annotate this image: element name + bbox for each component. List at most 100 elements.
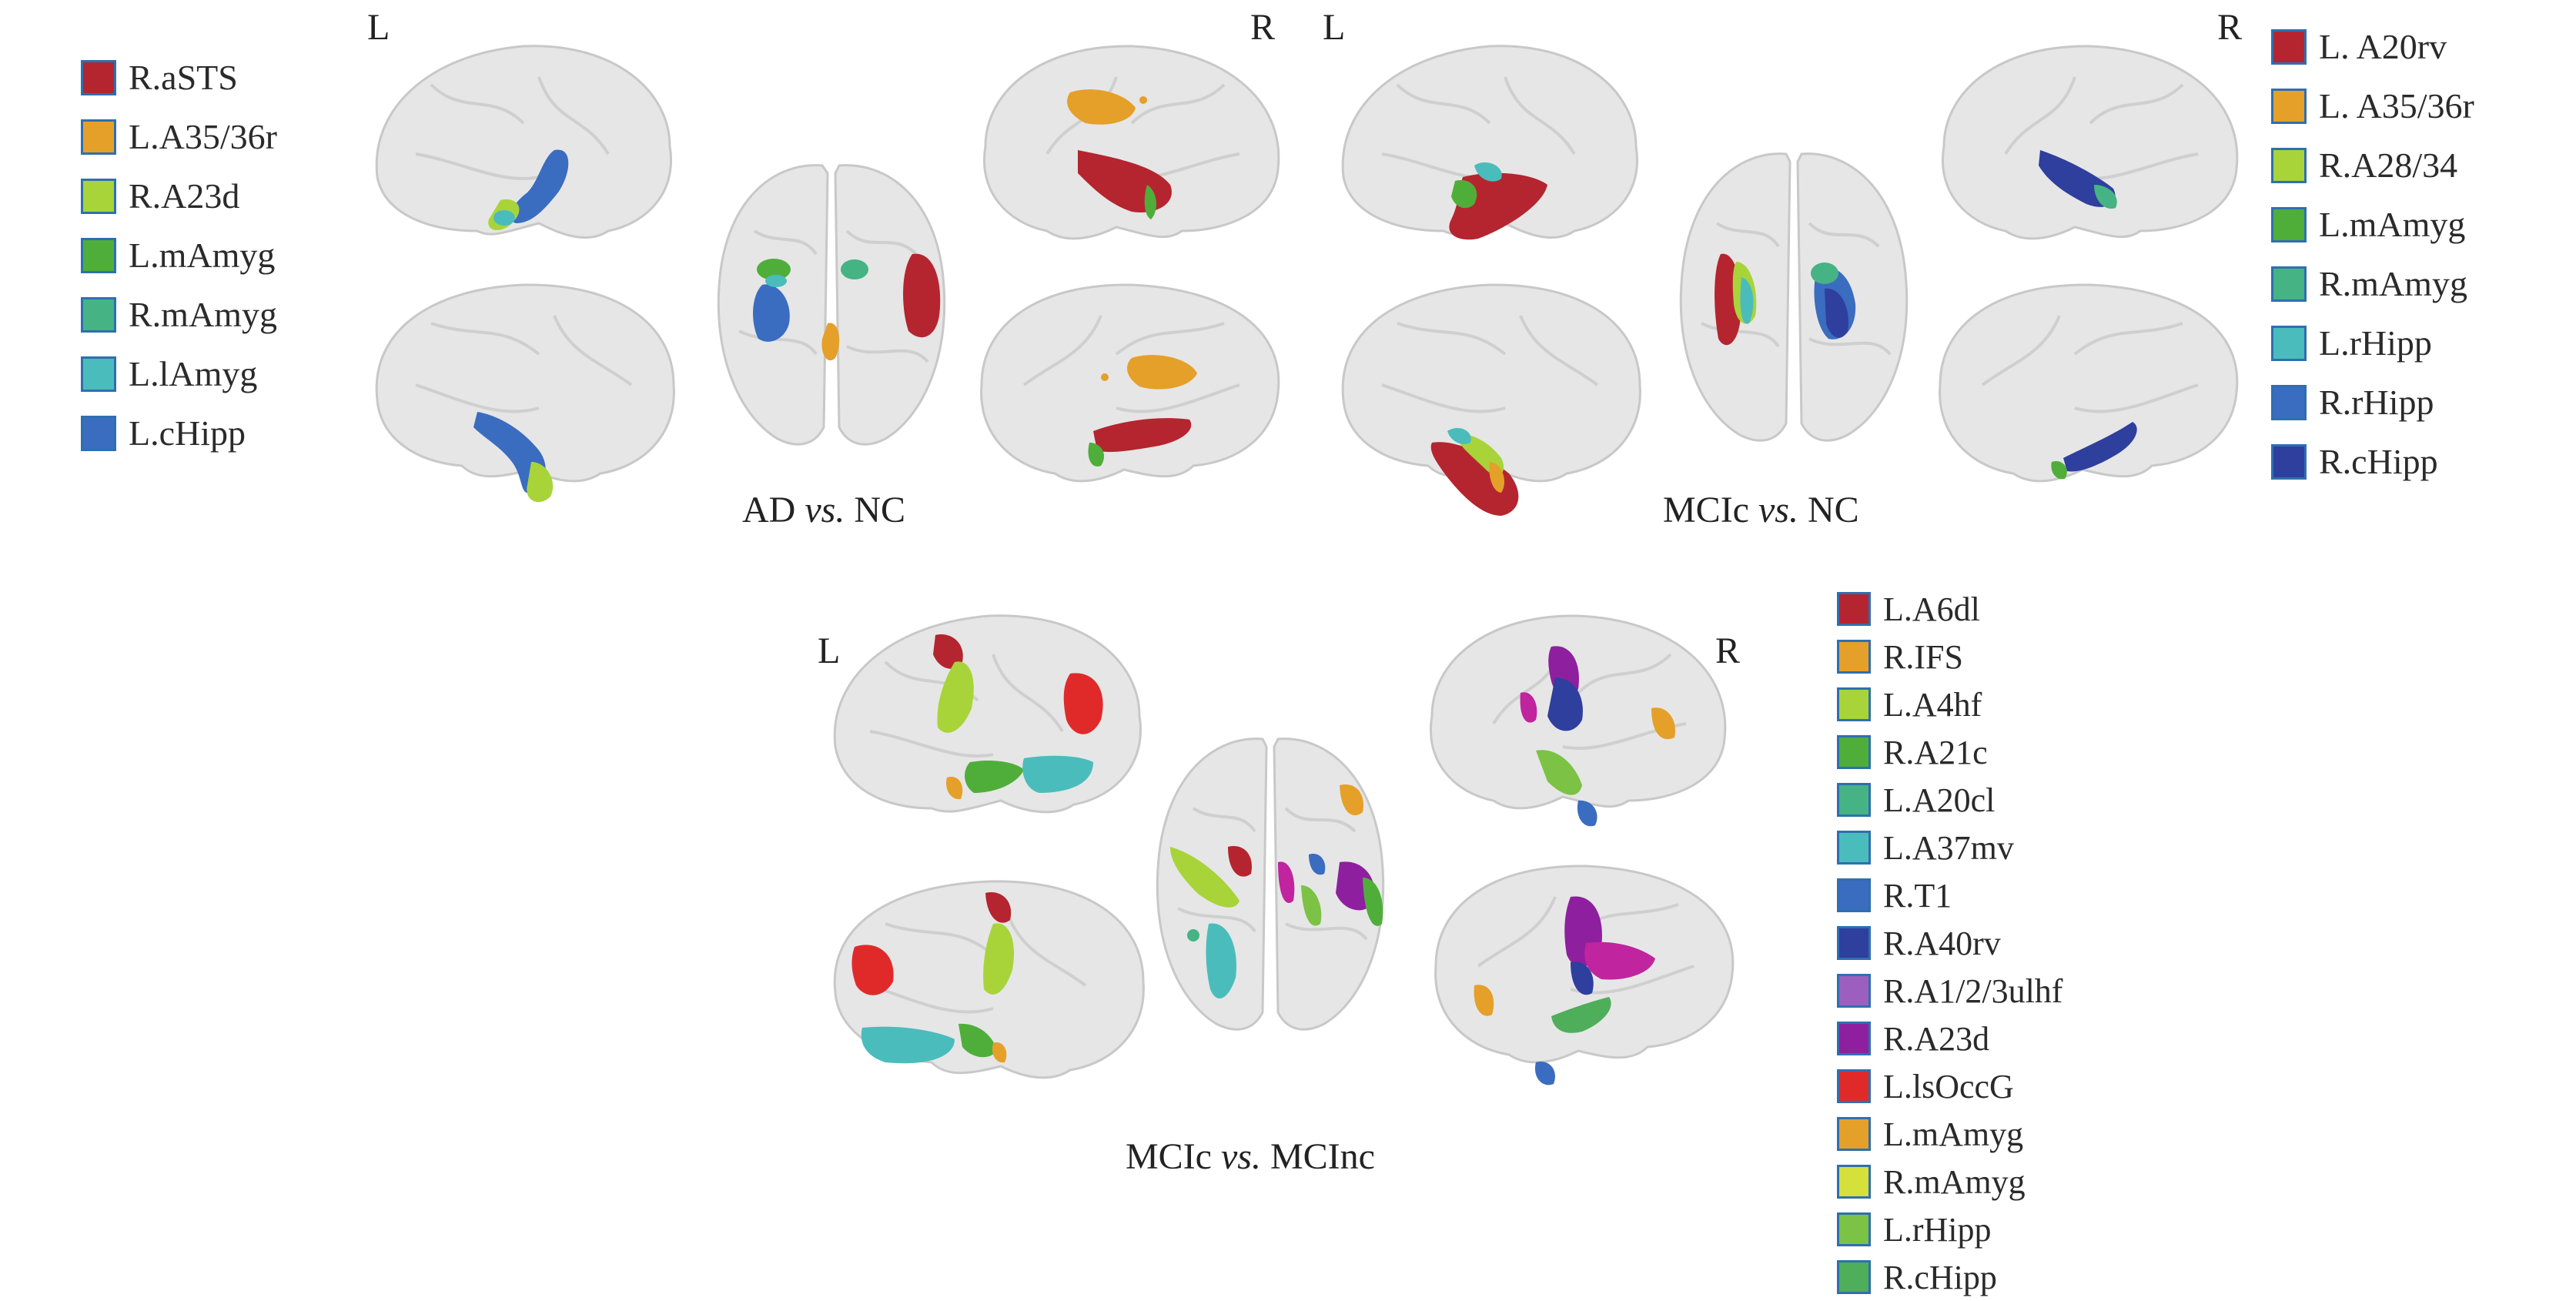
brain-ad-right-lateral xyxy=(983,45,1280,240)
legend-label: R.A28/34 xyxy=(2319,145,2458,185)
legend-label: L.A20cl xyxy=(1883,781,1996,819)
legend-label: L.lAmyg xyxy=(129,354,258,393)
legend-swatch xyxy=(2271,443,2307,480)
brain-mcic-nc-right-medial xyxy=(1939,283,2239,483)
mcic-vs-nc-caption: MCIc vs. NC xyxy=(1663,490,1859,530)
legend-label: R.IFS xyxy=(1883,637,1963,676)
legend-label: R.A23d xyxy=(129,176,240,216)
legend-item: R.mAmyg xyxy=(81,285,277,344)
brain-mcinc-right-medial xyxy=(1434,865,1735,1085)
legend-swatch xyxy=(81,59,116,95)
legend-item: L.A20cl xyxy=(1837,776,2062,824)
legend-item: R.IFS xyxy=(1837,633,2062,681)
legend-item: R.mAmyg xyxy=(1837,1158,2062,1206)
legend-item: R.A28/34 xyxy=(2271,135,2474,195)
legend-label: R.A1/2/3ulhf xyxy=(1883,972,2063,1010)
legend-swatch xyxy=(81,119,116,155)
legend-label: R.A23d xyxy=(1883,1019,1990,1058)
legend-item: R.mAmyg xyxy=(2271,254,2474,313)
legend-label: L.rHipp xyxy=(2319,323,2432,363)
legend-label: R.rHipp xyxy=(2319,383,2434,422)
legend-swatch xyxy=(1837,1022,1871,1055)
legend-item: L.lAmyg xyxy=(81,344,277,403)
legend-swatch xyxy=(1837,878,1871,912)
legend-swatch xyxy=(2271,28,2307,65)
legend-swatch xyxy=(1837,640,1871,674)
brain-mcinc-left-lateral xyxy=(833,614,1142,814)
brain-mcic-nc-right-lateral xyxy=(1942,45,2239,240)
legend-swatch xyxy=(81,415,116,451)
legend-item: R.A23d xyxy=(1837,1015,2062,1062)
legend-swatch xyxy=(1837,831,1871,865)
legend-label: L.cHipp xyxy=(129,413,246,453)
legend-item: L. A35/36r xyxy=(2271,76,2474,135)
legend-swatch xyxy=(1837,1260,1871,1294)
legend-swatch xyxy=(81,178,116,214)
legend-item: L.lsOccG xyxy=(1837,1062,2062,1110)
legend-swatch xyxy=(1837,926,1871,960)
legend-swatch xyxy=(1837,687,1871,721)
legend-item: L.rHipp xyxy=(1837,1206,2062,1253)
legend-item: R.cHipp xyxy=(2271,432,2474,491)
brain-ad-left-lateral xyxy=(375,45,672,239)
legend-swatch xyxy=(81,237,116,273)
legend-swatch xyxy=(1837,1069,1871,1103)
legend-swatch xyxy=(2271,384,2307,420)
legend-label: R.A40rv xyxy=(1883,924,2001,962)
legend-swatch xyxy=(1837,974,1871,1008)
legend-item: L. A20rv xyxy=(2271,17,2474,76)
legend-swatch xyxy=(1837,783,1871,817)
legend-swatch xyxy=(1837,1165,1871,1199)
brain-mcic-nc-left-lateral xyxy=(1341,45,1638,240)
legend-swatch xyxy=(2271,266,2307,302)
legend-item: R.A23d xyxy=(81,166,277,226)
mcic-vs-nc-legend: L. A20rv L. A35/36r R.A28/34 L.mAmyg R.m… xyxy=(2271,17,2474,491)
legend-swatch xyxy=(1837,1117,1871,1151)
legend-item: R.cHipp xyxy=(1837,1253,2062,1301)
legend-item: R.A40rv xyxy=(1837,919,2062,967)
legend-swatch xyxy=(1837,735,1871,769)
legend-swatch xyxy=(2271,325,2307,361)
ad-left-marker: L xyxy=(367,7,390,48)
legend-label: L. A35/36r xyxy=(2319,86,2474,125)
legend-item: R.A21c xyxy=(1837,728,2062,776)
legend-swatch xyxy=(2271,147,2307,183)
legend-item: L.mAmyg xyxy=(1837,1110,2062,1158)
brain-mcic-nc-axial xyxy=(1679,152,1909,442)
legend-item: L.cHipp xyxy=(81,403,277,463)
legend-label: R.A21c xyxy=(1883,733,1988,771)
legend-label: L.A37mv xyxy=(1883,828,2014,867)
legend-label: L.mAmyg xyxy=(2319,205,2466,244)
legend-label: L. A20rv xyxy=(2319,27,2447,66)
mcic-nc-left-marker: L xyxy=(1323,7,1346,48)
ad-vs-nc-legend: R.aSTS L.A35/36r R.A23d L.mAmyg R.mAmyg … xyxy=(81,48,277,463)
legend-label: L.A35/36r xyxy=(129,117,277,156)
legend-label: R.aSTS xyxy=(129,58,238,97)
ad-right-marker: R xyxy=(1250,7,1276,48)
legend-label: R.mAmyg xyxy=(1883,1162,2026,1201)
legend-label: R.cHipp xyxy=(1883,1258,1997,1296)
legend-item: R.rHipp xyxy=(2271,373,2474,432)
legend-label: R.T1 xyxy=(1883,876,1952,915)
brain-mcinc-axial xyxy=(1156,737,1385,1031)
mcic-vs-mcinc-caption: MCIc vs. MCInc xyxy=(1126,1136,1375,1177)
ad-vs-nc-caption: AD vs. NC xyxy=(742,490,905,530)
legend-swatch xyxy=(2271,88,2307,124)
legend-swatch xyxy=(81,296,116,333)
legend-item: L.A37mv xyxy=(1837,824,2062,871)
legend-item: L.A4hf xyxy=(1837,681,2062,728)
legend-item: L.mAmyg xyxy=(2271,195,2474,254)
mcinc-left-marker: L xyxy=(818,630,841,671)
legend-item: L.A35/36r xyxy=(81,107,277,166)
legend-label: R.mAmyg xyxy=(129,295,277,334)
legend-label: L.rHipp xyxy=(1883,1210,1992,1249)
legend-swatch xyxy=(2271,206,2307,242)
brain-mcic-nc-left-medial xyxy=(1341,283,1641,516)
legend-item: R.T1 xyxy=(1837,871,2062,919)
brain-ad-right-medial xyxy=(980,283,1280,483)
legend-label: L.mAmyg xyxy=(129,236,276,275)
legend-label: L.lsOccG xyxy=(1883,1067,2014,1105)
legend-label: L.A4hf xyxy=(1883,685,1982,724)
brain-ad-axial xyxy=(717,164,946,446)
